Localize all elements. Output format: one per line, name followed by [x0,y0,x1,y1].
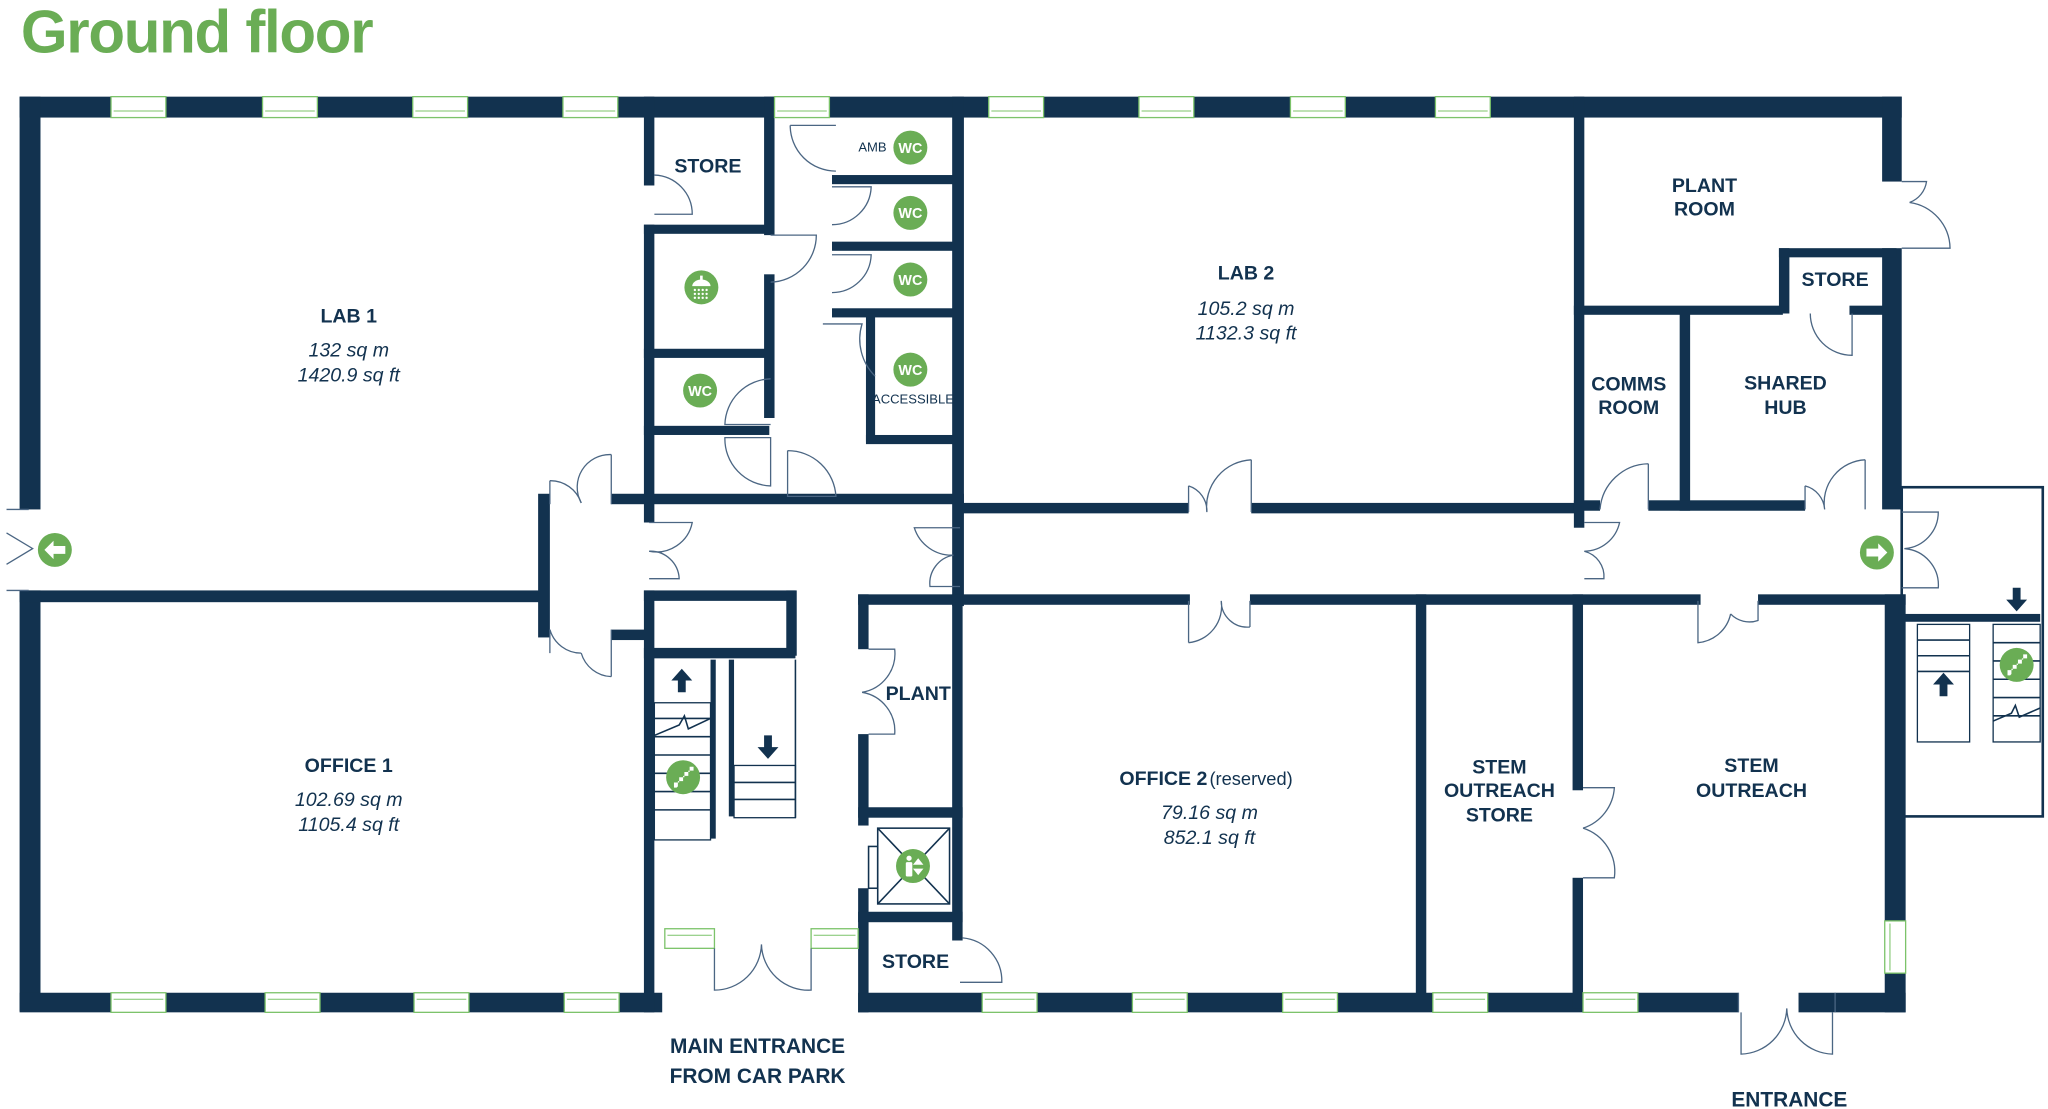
window-entrance-left [664,928,716,949]
wc-icon: WC [893,352,928,387]
wc-icon: WC [893,195,928,230]
room-area-ft: 1132.3 sq ft [1196,323,1298,345]
room-comms-room: COMMS ROOM [1591,374,1666,420]
room-area-ft: 852.1 sq ft [1164,827,1257,849]
room-store-right: STORE [1802,269,1869,291]
svg-text:STEM: STEM [1472,756,1526,778]
window-top-8 [1289,96,1346,119]
lift-icon [896,849,930,884]
wc-icon: WC [893,130,928,165]
annex-stairs [1901,587,2041,743]
svg-text:SHARED: SHARED [1744,372,1827,394]
window-bottom-9 [1582,992,1639,1013]
room-plant: PLANT [886,683,951,705]
window-top-7 [1138,96,1195,119]
stairs-icon [1999,647,2034,682]
window-top-3 [412,96,469,119]
main-entrance-label: MAIN ENTRANCE FROM CAR PARK [670,1035,846,1088]
window-top-6 [988,96,1045,119]
window-top-1 [110,96,167,119]
room-stem-outreach-store: STEM OUTREACH STORE [1444,756,1555,826]
arrow-down-icon [757,735,779,759]
arrow-up-icon [671,668,693,693]
accessible-label: ACCESSIBLE [872,392,954,407]
room-note: (reserved) [1209,768,1292,789]
room-store-top: STORE [674,155,741,177]
window-bottom-8 [1432,992,1489,1013]
stairs-icon [666,760,701,795]
window-top-4 [562,96,619,119]
arrow-down-icon [2006,587,2028,612]
svg-text:FROM CAR PARK: FROM CAR PARK [670,1065,846,1088]
svg-text:COMMS: COMMS [1591,374,1666,396]
wc-icon: WC [893,262,928,297]
svg-text:ROOM: ROOM [1674,199,1735,221]
window-bottom-6 [1131,992,1188,1013]
room-area-m: 79.16 sq m [1161,802,1258,824]
central-stairs [653,659,797,841]
shower-icon [684,270,719,305]
svg-text:WC: WC [898,363,922,379]
room-shared-hub: SHARED HUB [1744,372,1827,419]
svg-text:STORE: STORE [1466,805,1533,827]
svg-text:WC: WC [688,384,712,400]
amb-label: AMB [858,140,887,155]
svg-text:WC: WC [898,206,922,222]
window-bottom-2 [264,992,321,1013]
fire-exit-left-icon [37,532,72,567]
svg-text:PLANT: PLANT [1672,175,1737,197]
svg-text:OUTREACH: OUTREACH [1696,780,1807,802]
window-top-9 [1434,96,1491,119]
page-title: Ground floor [21,0,373,65]
svg-text:OUTREACH: OUTREACH [1444,780,1555,802]
wc-icon: WC [683,373,718,408]
window-bottom-4 [563,992,620,1013]
window-top-2 [261,96,319,119]
fire-exit-right-icon [1859,535,1894,570]
svg-text:WC: WC [898,141,922,157]
window-entrance-right [810,928,859,949]
room-area-m: 105.2 sq m [1198,298,1295,320]
windows [110,96,1907,1013]
room-stem-outreach: STEM OUTREACH [1696,755,1807,802]
room-name: OFFICE 2 [1119,768,1207,790]
room-name: OFFICE 1 [305,755,393,777]
room-lab-2: LAB 2 105.2 sq m 1132.3 sq ft [1196,263,1298,345]
svg-text:MAIN ENTRANCE: MAIN ENTRANCE [670,1035,845,1058]
window-bottom-5 [981,992,1038,1013]
room-office-2: OFFICE 2 (reserved) 79.16 sq m 852.1 sq … [1119,768,1292,849]
svg-text:ROOM: ROOM [1598,397,1659,419]
window-bottom-1 [110,992,167,1013]
room-area-ft: 1420.9 sq ft [298,364,402,386]
room-area-ft: 1105.4 sq ft [298,814,400,836]
internal-walls [19,96,1906,1013]
room-name: LAB 2 [1218,263,1275,285]
outer-walls [19,96,2045,1013]
room-office-1: OFFICE 1 102.69 sq m 1105.4 sq ft [295,755,403,836]
window-bottom-7 [1281,992,1339,1013]
room-store-bottom: STORE [882,951,949,973]
room-lab-1: LAB 1 132 sq m 1420.9 sq ft [298,306,402,387]
window-bottom-3 [413,992,470,1013]
window-top-5 [773,96,831,119]
svg-text:HUB: HUB [1764,397,1806,419]
side-entrance-label: ENTRANCE [1731,1088,1847,1109]
room-name: LAB 1 [320,306,377,328]
svg-text:STEM: STEM [1724,755,1778,777]
window-right-side [1884,920,1907,974]
room-area-m: 102.69 sq m [295,789,403,811]
svg-text:WC: WC [898,273,922,289]
arrow-up-icon [1933,672,1954,697]
room-plant-room: PLANT ROOM [1672,175,1737,221]
room-area-m: 132 sq m [308,340,389,362]
doors [6,124,1951,1055]
